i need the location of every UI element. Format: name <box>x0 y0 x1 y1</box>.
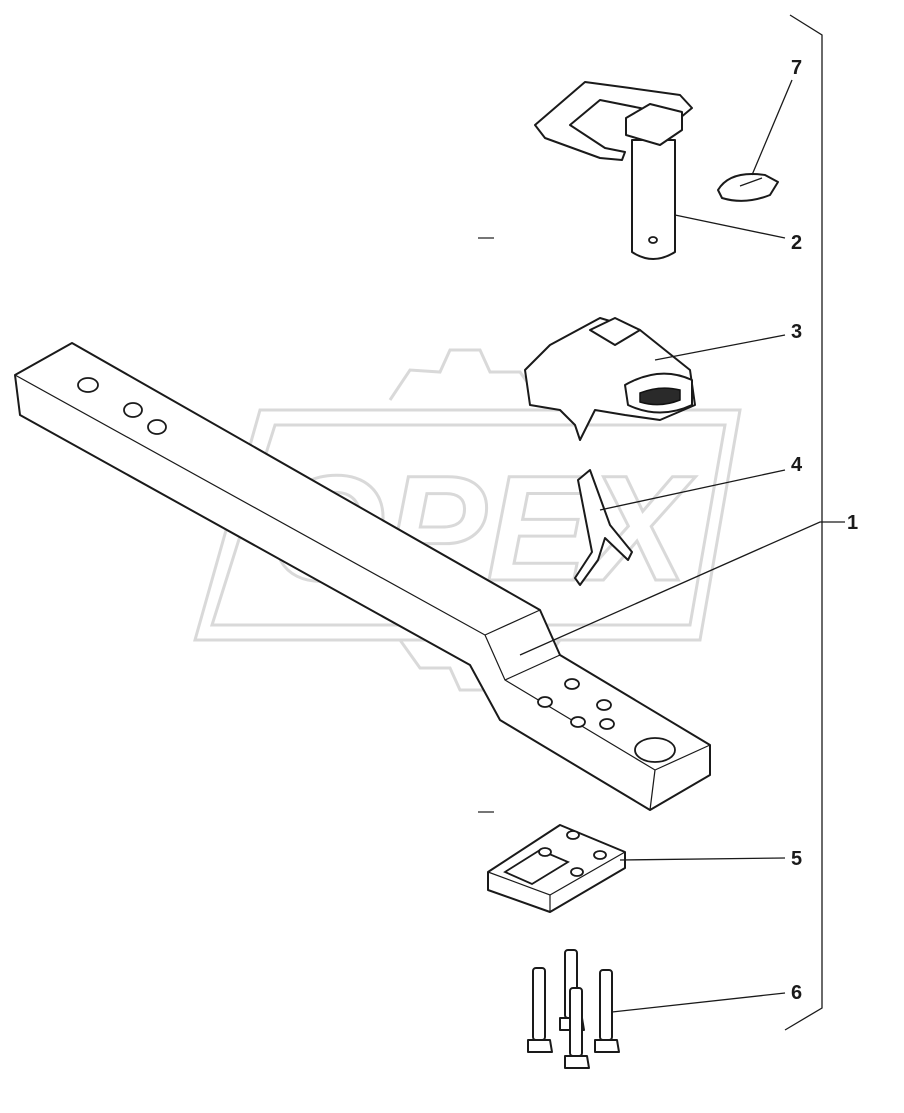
callout-1: 1 <box>847 512 858 534</box>
bolt <box>527 967 553 1053</box>
assembly-bracket <box>784 14 823 1031</box>
callout-4: 4 <box>791 454 803 476</box>
plate-part <box>487 824 626 913</box>
drawbar-hole <box>123 402 143 418</box>
plate-hole <box>593 850 607 860</box>
plate-hole <box>566 830 580 840</box>
callout-5: 5 <box>791 848 802 870</box>
leader-3 <box>654 334 786 361</box>
callout-3: 3 <box>791 321 802 343</box>
callout-2: 2 <box>791 232 802 254</box>
callout-7: 7 <box>791 57 802 79</box>
drawbar-hole <box>77 377 99 393</box>
drawbar-hole <box>537 696 553 708</box>
leader-6 <box>611 992 786 1013</box>
leader-4 <box>599 469 786 511</box>
bolts-part <box>527 949 620 1069</box>
bolt <box>564 987 590 1069</box>
callout-6: 6 <box>791 982 802 1004</box>
pin-part <box>534 81 693 260</box>
leader-5 <box>619 857 786 861</box>
drawbar-hole <box>599 718 615 730</box>
leader-2 <box>674 214 786 239</box>
drawbar-hole <box>570 716 586 728</box>
plate-hole <box>538 847 552 857</box>
drawbar-hole <box>596 699 612 711</box>
plate-hole <box>570 867 584 877</box>
watermark-gear <box>388 348 542 401</box>
drawbar-hole <box>564 678 580 690</box>
leader-7 <box>751 79 793 176</box>
drawbar-hole <box>147 419 167 435</box>
bolt <box>594 969 620 1053</box>
drawbar-part <box>14 342 711 811</box>
leader-1 <box>519 521 845 656</box>
spring-clip-part <box>574 469 633 586</box>
hitch-jaw-part <box>524 317 696 441</box>
clip-part <box>717 173 779 202</box>
drawbar-pin-hole <box>634 737 676 763</box>
